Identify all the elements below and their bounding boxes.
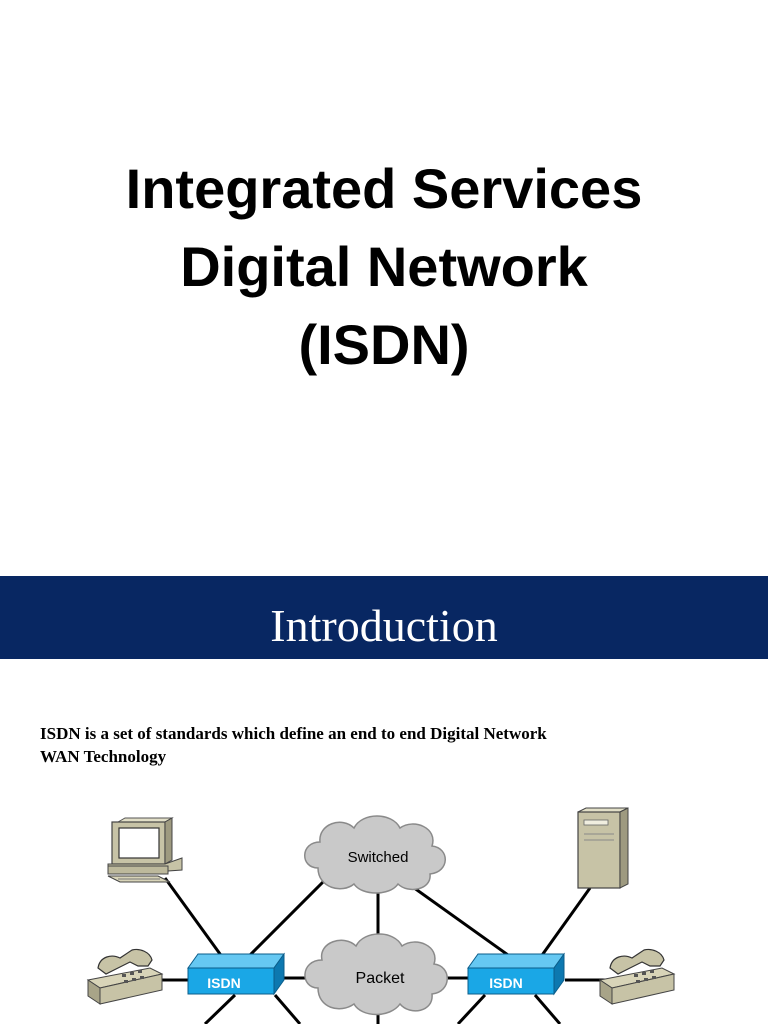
title-line-3: (ISDN) <box>298 313 470 376</box>
intro-body: ISDN is a set of standards which define … <box>40 722 740 768</box>
isdn-left-label: ISDN <box>207 975 240 991</box>
link-isdn-right-down-2 <box>533 994 562 1024</box>
computer-icon <box>107 817 183 883</box>
slide-title: Integrated Services Digital Network (ISD… <box>0 150 768 384</box>
link-computer-isdn-left <box>163 877 230 966</box>
isdn-switch-left: ISDN <box>187 952 285 996</box>
cloud-icon: Packet <box>304 933 448 1016</box>
isdn-switch-right: ISDN <box>467 952 565 996</box>
link-isdn-left-down <box>203 993 237 1024</box>
title-line-2: Digital Network <box>180 235 588 298</box>
cloud-packet-label: Packet <box>356 970 405 987</box>
isdn-right-label: ISDN <box>489 975 522 991</box>
link-isdn-left-down-2 <box>273 994 302 1024</box>
intro-heading: Introduction <box>270 600 498 651</box>
link-isdn-left-switched <box>243 873 332 962</box>
cloud-switched-label: Switched <box>348 849 409 866</box>
intro-banner: Introduction <box>0 576 768 659</box>
connection-lines <box>160 873 605 1024</box>
link-server-isdn-right <box>533 887 592 966</box>
server-icon <box>577 807 629 889</box>
telephone-icon <box>598 948 676 1005</box>
link-switched-isdn-right <box>409 883 516 962</box>
title-slide: Integrated Services Digital Network (ISD… <box>0 150 768 384</box>
title-line-1: Integrated Services <box>125 157 643 220</box>
link-isdn-right-down <box>456 993 487 1024</box>
intro-body-line-2: WAN Technology <box>40 747 167 766</box>
isdn-network-diagram: Switched Packet ISDN ISDN <box>86 807 676 1024</box>
telephone-icon <box>86 948 164 1005</box>
cloud-icon: Switched <box>304 815 446 894</box>
intro-body-line-1: ISDN is a set of standards which define … <box>40 724 547 743</box>
